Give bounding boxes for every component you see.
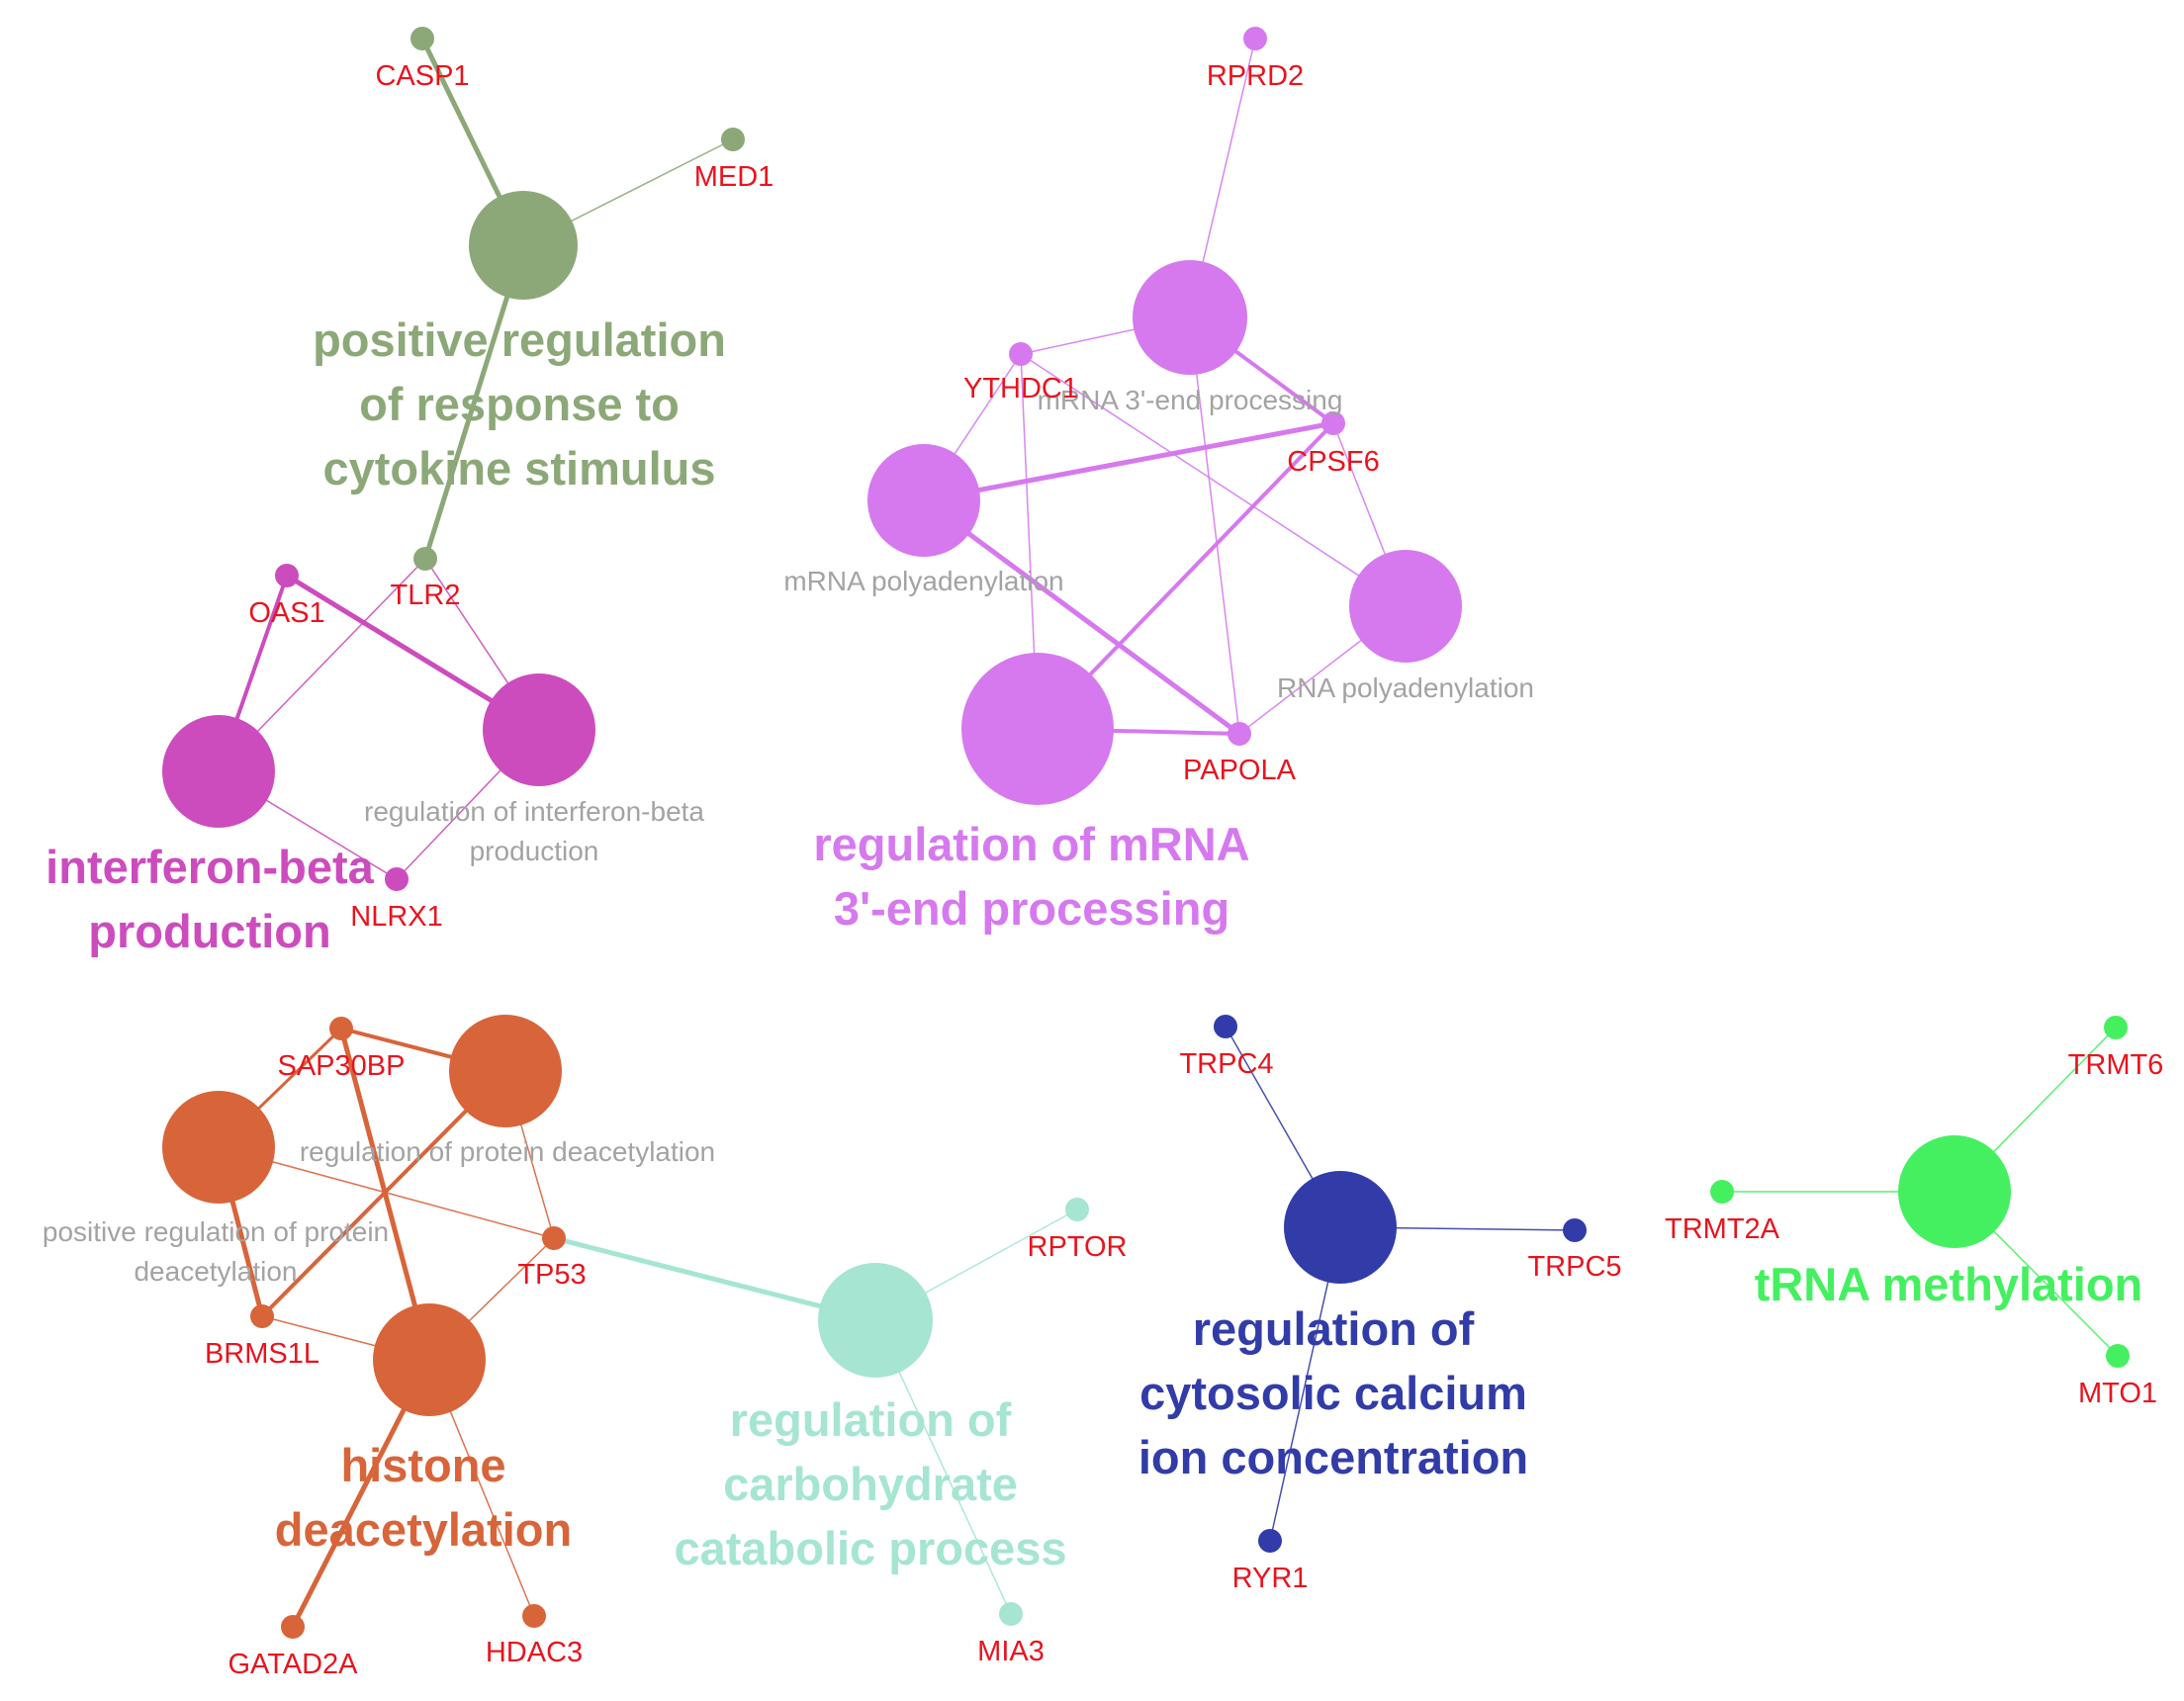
term-node-h1[interactable] bbox=[162, 1091, 275, 1204]
gene-label-rprd2: RPRD2 bbox=[1207, 60, 1304, 92]
term-node-ifn1[interactable] bbox=[162, 715, 275, 828]
cluster-label-cytokine-line-3: cytokine stimulus bbox=[323, 442, 716, 494]
gene-node-rprd2[interactable] bbox=[1243, 27, 1267, 50]
gene-label-hdac3: HDAC3 bbox=[486, 1637, 583, 1668]
term-node-ca[interactable] bbox=[1284, 1171, 1397, 1284]
gene-node-ryr1[interactable] bbox=[1258, 1529, 1282, 1553]
gene-node-tlr2[interactable] bbox=[413, 547, 437, 571]
gene-node-cpsf6[interactable] bbox=[1321, 411, 1345, 435]
cluster-label-carbo-line-3: catabolic process bbox=[674, 1522, 1066, 1574]
cluster-label-histone-line-2: deacetylation bbox=[275, 1503, 572, 1556]
gene-label-ryr1: RYR1 bbox=[1232, 1563, 1309, 1594]
gene-node-trmt2a[interactable] bbox=[1710, 1180, 1734, 1204]
gene-label-trmt2a: TRMT2A bbox=[1665, 1213, 1780, 1245]
cluster-label-calcium-line-1: regulation of bbox=[1193, 1302, 1475, 1355]
cluster-label-cytokine-line-2: of response to bbox=[359, 378, 680, 430]
gene-label-tp53: TP53 bbox=[517, 1259, 586, 1291]
gene-node-trpc5[interactable] bbox=[1563, 1218, 1587, 1242]
gene-label-oas1: OAS1 bbox=[248, 597, 324, 629]
gene-node-papola[interactable] bbox=[1228, 722, 1251, 746]
term-label-h1-line-1: positive regulation of protein bbox=[43, 1216, 389, 1247]
gene-node-mto1[interactable] bbox=[2106, 1344, 2130, 1368]
edge-h3-sap30bp bbox=[338, 1026, 432, 1363]
gene-label-trmt6: TRMT6 bbox=[2068, 1049, 2164, 1081]
term-node-m3[interactable] bbox=[1349, 550, 1462, 663]
gene-label-med1: MED1 bbox=[694, 161, 774, 193]
gene-label-mto1: MTO1 bbox=[2078, 1378, 2157, 1409]
gene-node-casp1[interactable] bbox=[410, 27, 434, 50]
gene-node-hdac3[interactable] bbox=[522, 1604, 546, 1628]
cluster-label-calcium-line-3: ion concentration bbox=[1138, 1431, 1528, 1483]
cluster-label-histone-line-1: histone bbox=[340, 1439, 505, 1491]
term-label-ifn2-line-1: regulation of interferon-beta bbox=[364, 796, 704, 827]
cluster-label-ifn-line-2: production bbox=[88, 905, 330, 957]
gene-label-brms1l: BRMS1L bbox=[205, 1338, 319, 1370]
gene-label-gatad2a: GATAD2A bbox=[228, 1649, 358, 1680]
gene-node-ythdc1[interactable] bbox=[1009, 342, 1033, 366]
gene-label-rptor: RPTOR bbox=[1028, 1231, 1128, 1263]
gene-node-gatad2a[interactable] bbox=[281, 1615, 305, 1639]
term-node-ifn2[interactable] bbox=[483, 673, 595, 786]
cluster-label-trna-line-1: tRNA methylation bbox=[1755, 1258, 2143, 1310]
term-node-m1[interactable] bbox=[1133, 260, 1247, 375]
gene-node-nlrx1[interactable] bbox=[385, 867, 409, 891]
term-label-m2-line-1: mRNA polyadenylation bbox=[783, 566, 1063, 596]
gene-node-tp53[interactable] bbox=[542, 1226, 566, 1250]
term-label-h1-line-2: deacetylation bbox=[134, 1256, 297, 1287]
gene-node-brms1l[interactable] bbox=[250, 1304, 274, 1328]
term-node-h2[interactable] bbox=[449, 1015, 562, 1127]
network-labels: regulation of interferon-beta production m… bbox=[43, 60, 2163, 1680]
edge-m1-papola bbox=[1189, 316, 1240, 735]
edge-m2-cpsf6 bbox=[921, 420, 1336, 503]
network-nodes bbox=[162, 27, 2130, 1639]
edge-m3-ythdc1 bbox=[1020, 353, 1407, 607]
gene-label-nlrx1: NLRX1 bbox=[350, 901, 443, 933]
cluster-label-mrna-line-1: regulation of mRNA bbox=[813, 818, 1249, 870]
cluster-label-cytokine-line-1: positive regulation bbox=[313, 313, 726, 366]
term-node-m2[interactable] bbox=[867, 444, 980, 557]
gene-label-trpc4: TRPC4 bbox=[1179, 1048, 1273, 1080]
term-node-m4[interactable] bbox=[961, 653, 1114, 805]
cluster-label-mrna-line-2: 3'-end processing bbox=[834, 882, 1229, 935]
gene-label-trpc5: TRPC5 bbox=[1527, 1251, 1621, 1283]
term-node-trna[interactable] bbox=[1898, 1135, 2011, 1248]
term-label-h2-line-1: regulation of protein deacetylation bbox=[300, 1136, 715, 1167]
term-label-m3-line-1: RNA polyadenylation bbox=[1277, 672, 1534, 703]
gene-node-rptor[interactable] bbox=[1065, 1198, 1089, 1221]
gene-label-casp1: CASP1 bbox=[375, 60, 469, 92]
gene-node-sap30bp[interactable] bbox=[329, 1017, 353, 1040]
term-label-m1-line-1: mRNA 3'-end processing bbox=[1038, 385, 1343, 415]
term-node-cyto[interactable] bbox=[469, 191, 578, 300]
gene-node-trmt6[interactable] bbox=[2104, 1016, 2128, 1039]
edge-cyto-tlr2 bbox=[422, 242, 526, 562]
gene-node-trpc4[interactable] bbox=[1214, 1015, 1237, 1038]
gene-node-med1[interactable] bbox=[721, 128, 745, 151]
cluster-label-carbo-line-1: regulation of bbox=[730, 1393, 1012, 1446]
gene-label-tlr2: TLR2 bbox=[391, 580, 461, 611]
cluster-label-carbo-line-2: carbohydrate bbox=[723, 1458, 1018, 1510]
term-label-ifn2-line-2: production bbox=[470, 836, 599, 866]
edge-m2-papola bbox=[921, 497, 1242, 737]
gene-label-ythdc1: YTHDC1 bbox=[963, 373, 1078, 404]
gene-label-cpsf6: CPSF6 bbox=[1287, 446, 1379, 478]
term-node-h3[interactable] bbox=[373, 1303, 486, 1416]
gene-node-mia3[interactable] bbox=[999, 1602, 1023, 1626]
gene-label-papola: PAPOLA bbox=[1183, 755, 1297, 786]
cluster-label-ifn-line-1: interferon-beta bbox=[46, 841, 375, 893]
gene-label-mia3: MIA3 bbox=[977, 1636, 1045, 1667]
cluster-label-calcium-line-2: cytosolic calcium bbox=[1139, 1367, 1527, 1419]
gene-label-sap30bp: SAP30BP bbox=[278, 1050, 406, 1082]
term-node-carbo[interactable] bbox=[818, 1263, 933, 1378]
gene-node-oas1[interactable] bbox=[275, 564, 299, 587]
